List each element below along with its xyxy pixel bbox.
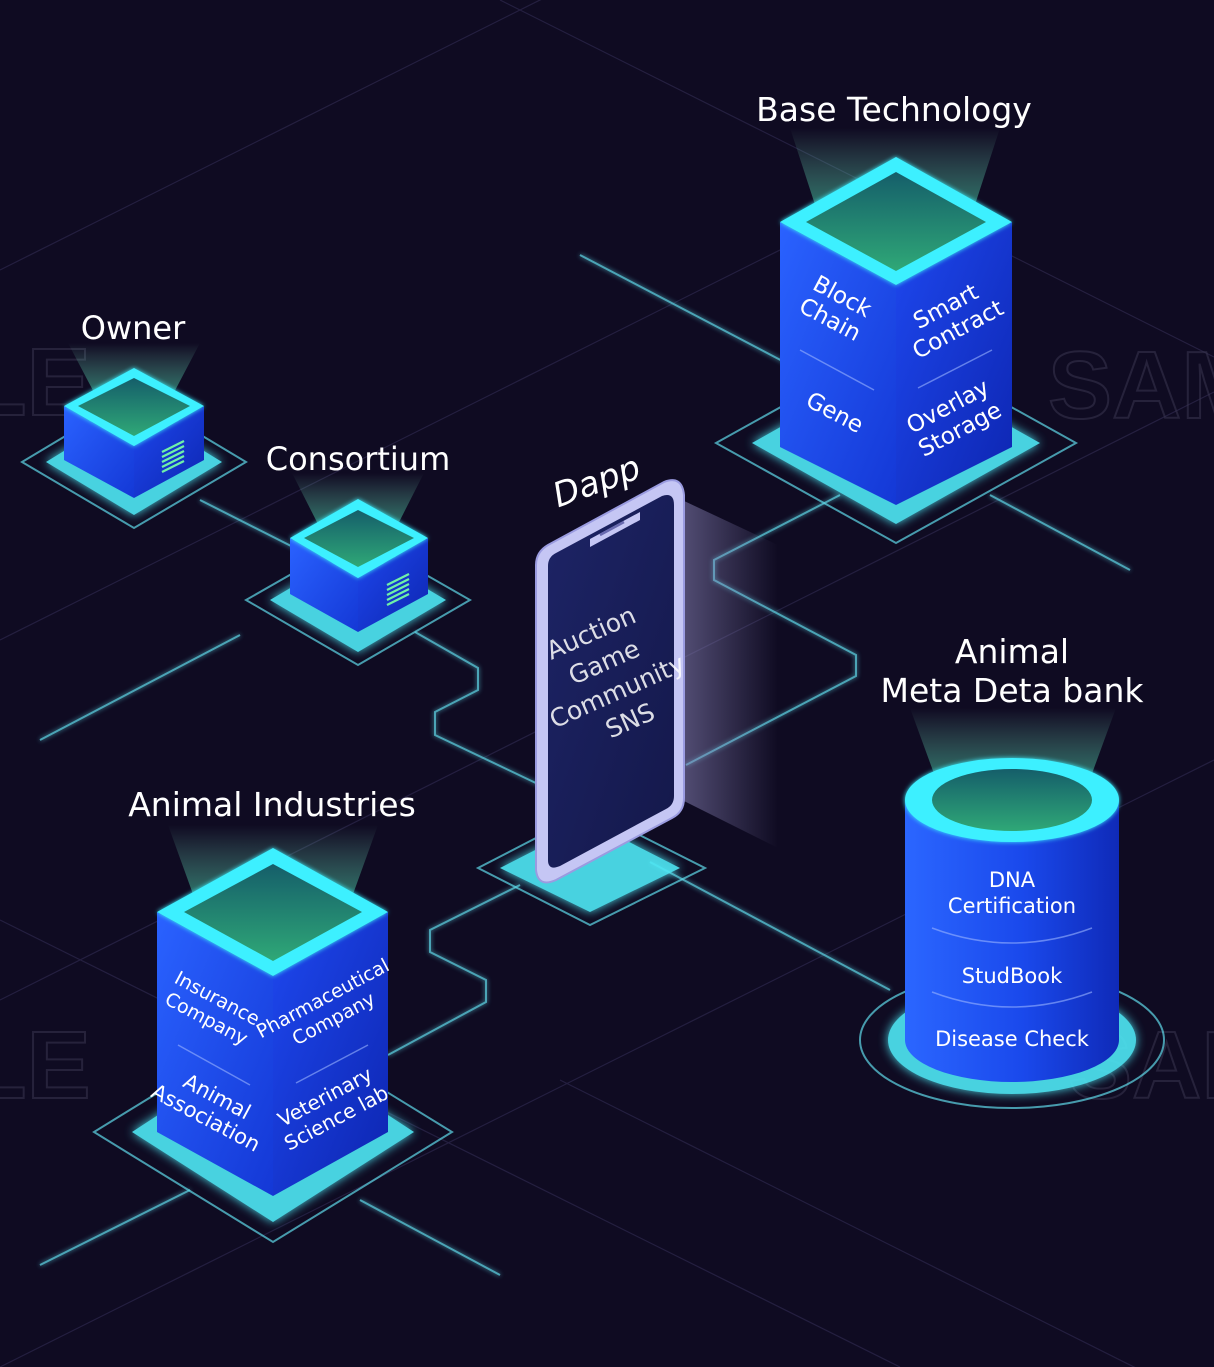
owner-block-top-inner — [78, 378, 190, 436]
consortium-vent-icon — [386, 573, 410, 606]
consortium-block-top-inner — [304, 510, 414, 567]
animal-ind-left-divider — [177, 1044, 251, 1086]
meta-bank-dna: DNA — [989, 868, 1036, 892]
meta-bank-label-line1: Animal — [955, 632, 1069, 671]
meta-bank-studbook: StudBook — [962, 964, 1063, 988]
owner-label: Owner — [81, 309, 186, 347]
meta-bank-cylinder-top-inner — [932, 769, 1092, 831]
base-technology-block-right — [896, 222, 1012, 505]
base-technology-node: Block Chain Gene Smart Contract Overlay … — [713, 90, 1079, 545]
consortium-block-left — [290, 538, 358, 632]
connection-lines — [39, 254, 1131, 1276]
base-technology-block-left — [780, 222, 896, 505]
watermark-left-bottom: LE — [0, 1012, 91, 1119]
dapp-phone-notch — [590, 512, 640, 547]
owner-base-ring — [20, 393, 248, 530]
owner-block-right — [134, 406, 204, 498]
animal-industries-block-left — [157, 912, 273, 1196]
consortium-block-right — [358, 538, 428, 632]
meta-bank-node: DNA Certification StudBook Disease Check… — [859, 632, 1165, 1109]
animal-ind-right-divider — [295, 1044, 369, 1084]
animal-industries-block-top-inner — [184, 864, 362, 961]
base-technology-label: Base Technology — [756, 90, 1032, 129]
dapp-phone-shadow — [682, 500, 778, 848]
base-tech-right-divider — [917, 349, 993, 389]
consortium-label: Consortium — [266, 440, 451, 478]
dapp-node: Auction Game Community SNS Dapp — [475, 448, 778, 927]
animal-industries-block-right — [273, 912, 388, 1196]
consortium-base-ring — [243, 534, 473, 667]
base-technology-block-top-inner — [806, 172, 986, 271]
animal-industries-node: Insurance Company Animal Association Pha… — [92, 785, 454, 1244]
owner-node: Owner — [20, 309, 248, 530]
owner-block-left — [64, 406, 134, 498]
meta-bank-label-line2: Meta Deta bank — [881, 671, 1145, 710]
meta-bank-divider-1 — [931, 927, 1093, 944]
dapp-phone-screen — [548, 495, 674, 868]
animal-industries-label: Animal Industries — [128, 785, 416, 824]
base-tech-left-divider — [799, 349, 875, 391]
animal-industries-base-ring — [92, 1020, 454, 1244]
base-technology-base-ring — [713, 341, 1079, 545]
dapp-base-pad — [500, 822, 680, 912]
meta-bank-cylinder-body — [905, 800, 1119, 1082]
dapp-phone — [535, 479, 685, 884]
owner-vent-icon — [161, 440, 185, 473]
meta-bank-divider-2 — [931, 991, 1093, 1008]
dapp-base-ring — [475, 808, 708, 927]
meta-bank-disease-check: Disease Check — [935, 1027, 1090, 1051]
consortium-node: Consortium — [243, 440, 473, 667]
meta-bank-certification: Certification — [948, 894, 1076, 918]
watermark-right-top: SAM — [1048, 332, 1214, 439]
dapp-phone-speaker — [599, 520, 625, 537]
